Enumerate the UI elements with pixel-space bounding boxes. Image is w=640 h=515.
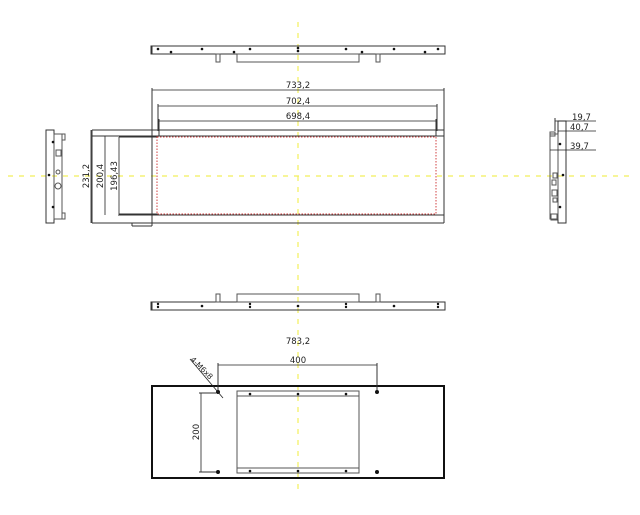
rear-view [151,358,445,479]
dim-overall-height: 231,2 [82,164,92,188]
dim-bezel-height: 200,4 [96,164,106,188]
dim-bezel-width: 702,4 [286,97,310,107]
dim-vesa-horizontal: 400 [290,356,306,366]
dim-active-width: 698,4 [286,112,310,122]
bottom-view [150,293,446,311]
dim-active-height: 196,43 [110,161,120,191]
dim-bottom-width: 783,2 [286,337,310,347]
left-side-view [45,129,66,224]
dim-depth-top: 19,7 [572,113,591,123]
dim-depth-middle: 40,7 [570,123,589,133]
top-view [150,45,446,63]
front-view [90,88,445,227]
screw-callout: 4-M6x8 [189,355,215,381]
dim-vesa-vertical: 200 [192,424,202,440]
dim-overall-width: 733,2 [286,81,310,91]
right-side-view [549,118,596,224]
dim-depth-bottom: 39,7 [570,142,589,152]
